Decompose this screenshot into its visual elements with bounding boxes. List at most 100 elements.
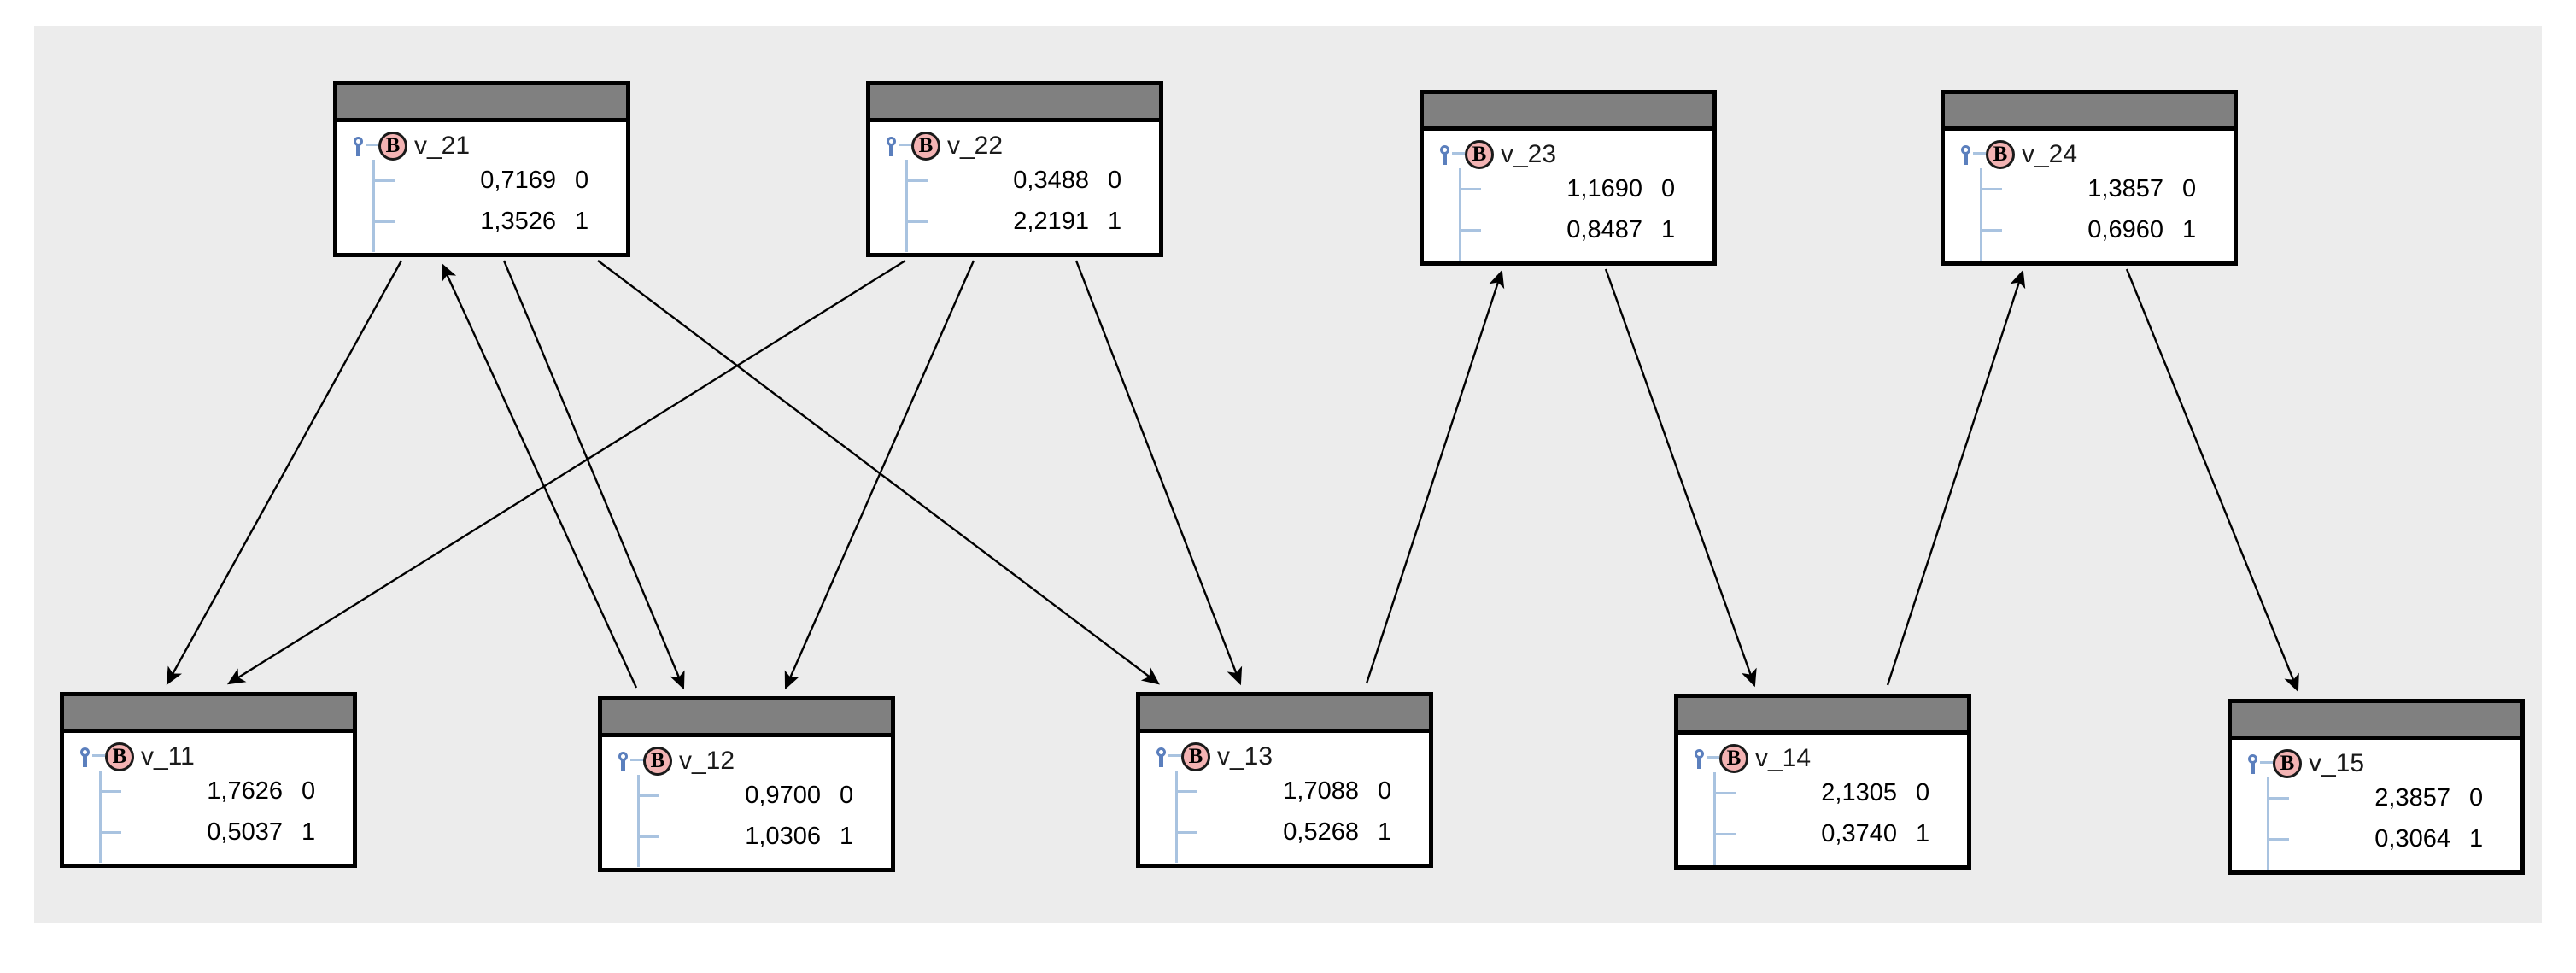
key-icon[interactable]	[882, 133, 911, 159]
attribute-branch-line	[1713, 792, 1736, 794]
key-icon[interactable]	[349, 133, 378, 159]
key-icon-bow	[887, 137, 896, 146]
tree-trunk-line	[1175, 771, 1178, 863]
attribute-index: 1	[1661, 216, 1676, 243]
attribute-index: 1	[1378, 818, 1392, 846]
node-label: v_15	[2309, 749, 2365, 777]
key-icon-bow	[80, 747, 90, 757]
node-title-bar[interactable]	[1945, 94, 2234, 131]
node-type-badge-icon: B	[378, 132, 407, 161]
node-label: v_24	[2022, 140, 2078, 168]
attribute-index: 0	[1108, 167, 1122, 194]
node-type-badge-icon: B	[1719, 744, 1748, 773]
tree-trunk-line	[1980, 168, 1982, 261]
attribute-index: 1	[2182, 216, 2197, 243]
node-label: v_21	[414, 132, 471, 160]
key-icon-stem	[1443, 154, 1447, 165]
tree-trunk-line	[1713, 772, 1716, 865]
node-title-bar[interactable]	[1678, 698, 1967, 735]
attribute-index: 0	[2182, 175, 2197, 202]
node-title-bar[interactable]	[1140, 696, 1429, 733]
node-type-badge-icon: B	[1181, 742, 1210, 771]
node-title-bar[interactable]	[870, 85, 1159, 122]
key-icon-bow	[1156, 747, 1166, 757]
attribute-value: 1,0306	[745, 823, 821, 850]
key-icon[interactable]	[76, 744, 105, 770]
key-icon-connector	[1168, 754, 1181, 757]
key-icon[interactable]	[1436, 142, 1465, 167]
attribute-branch-line	[99, 831, 121, 834]
attribute-branch-line	[2267, 797, 2289, 800]
attribute-index: 0	[1378, 777, 1392, 805]
node-title-bar[interactable]	[602, 700, 891, 737]
key-icon-connector	[1452, 152, 1465, 155]
node-label: v_13	[1217, 742, 1273, 771]
attribute-index: 0	[302, 777, 316, 805]
node-title-bar[interactable]	[1424, 94, 1712, 131]
attribute-value: 2,1305	[1821, 779, 1897, 806]
attribute-branch-line	[637, 794, 659, 797]
attribute-branch-line	[99, 790, 121, 793]
node-type-badge-icon: B	[2273, 749, 2302, 778]
key-icon-bow	[2248, 754, 2257, 764]
key-icon-stem	[1964, 154, 1968, 165]
key-icon-stem	[889, 145, 893, 156]
key-icon[interactable]	[614, 748, 643, 774]
key-icon[interactable]	[1152, 744, 1181, 770]
tree-trunk-line	[637, 775, 640, 867]
attribute-branch-line	[905, 220, 928, 223]
attribute-index: 1	[2469, 825, 2484, 853]
attribute-value: 1,7626	[207, 777, 283, 805]
key-icon[interactable]	[2244, 751, 2273, 777]
node-label: v_22	[947, 132, 1004, 160]
attribute-index: 0	[575, 167, 589, 194]
attribute-branch-line	[1175, 790, 1197, 793]
node-type-badge-icon: B	[1986, 140, 2015, 169]
node-title-bar[interactable]	[64, 696, 353, 733]
attribute-branch-line	[372, 220, 395, 223]
attribute-branch-line	[1459, 188, 1481, 190]
attribute-branch-line	[1175, 831, 1197, 834]
node-title-bar[interactable]	[337, 85, 626, 122]
key-icon-stem	[2251, 763, 2255, 774]
node-label: v_14	[1755, 744, 1812, 772]
node-title-bar[interactable]	[2232, 703, 2520, 740]
tree-trunk-line	[905, 160, 908, 252]
attribute-value: 0,6960	[2087, 216, 2163, 243]
node-type-badge-icon: B	[105, 742, 134, 771]
key-icon-stem	[1159, 756, 1163, 767]
node-type-badge-icon: B	[643, 747, 672, 776]
attribute-value: 0,8487	[1566, 216, 1642, 243]
node-type-badge-icon: B	[1465, 140, 1494, 169]
attribute-value: 0,3740	[1821, 820, 1897, 847]
key-icon[interactable]	[1690, 746, 1719, 771]
attribute-value: 1,3857	[2087, 175, 2163, 202]
node-label: v_12	[679, 747, 735, 775]
key-icon[interactable]	[1957, 142, 1986, 167]
attribute-value: 0,5268	[1283, 818, 1359, 846]
key-icon-connector	[1707, 756, 1719, 759]
